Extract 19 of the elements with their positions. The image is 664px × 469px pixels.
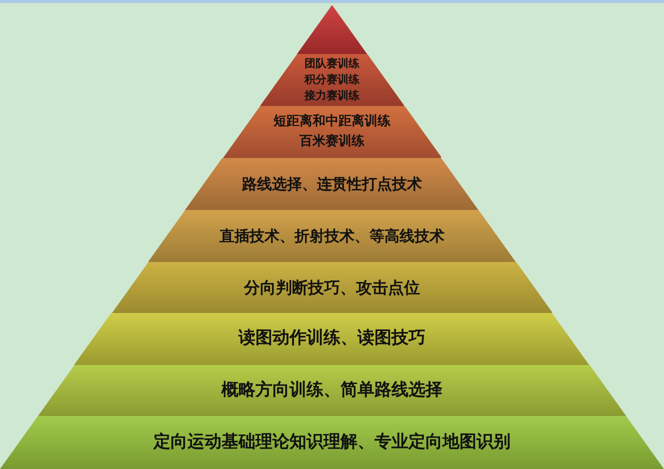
layer-label: 短距离和中距离训练 — [273, 112, 390, 131]
pyramid-layer — [112, 262, 552, 313]
pyramid-layer — [74, 313, 590, 365]
layer-label: 定向运动基础理论知识理解、专业定向地图识别 — [153, 432, 510, 454]
layer-label: 路线选择、连贯性打点技术 — [242, 174, 422, 194]
layer-label: 分向判断技巧、攻击点位 — [244, 278, 420, 298]
pyramid-layer — [296, 5, 368, 54]
pyramid-layer — [0, 416, 664, 469]
layer-label: 接力赛训练 — [304, 88, 360, 104]
pyramid-layer — [148, 210, 516, 262]
layer-label: 百米赛训练 — [299, 132, 364, 151]
pyramid-layer — [38, 365, 626, 416]
pyramid-layer — [222, 106, 442, 158]
pyramid-layer — [185, 158, 479, 210]
layer-label: 概略方向训练、简单路线选择 — [221, 380, 442, 402]
layer-label: 读图动作训练、读图技巧 — [238, 328, 426, 350]
layer-label: 直插技术、折射技术、等高线技术 — [219, 226, 444, 246]
layer-label: 团队赛训练 — [304, 56, 360, 72]
layer-label: 积分赛训练 — [304, 72, 360, 88]
